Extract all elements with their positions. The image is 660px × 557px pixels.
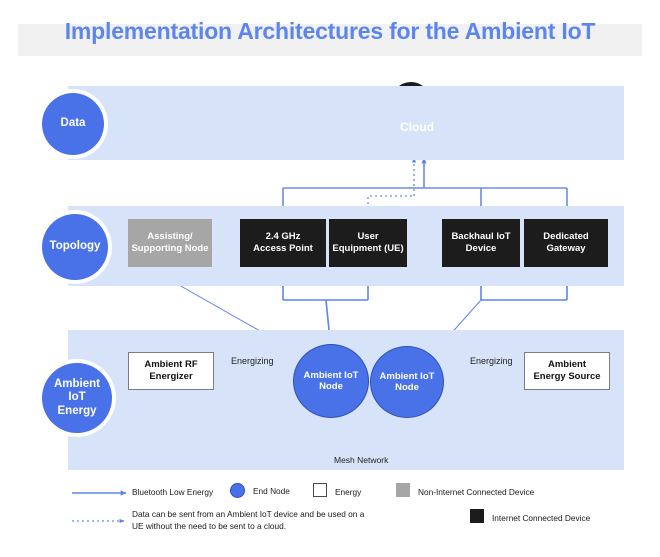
legend-item-energy: Energy	[313, 483, 361, 498]
legend-label-internet-connected-device: Internet Connected Device	[492, 513, 591, 523]
topology-box-user-equipment[interactable]: User Equipment (UE)	[329, 219, 407, 267]
page-title: Implementation Architectures for the Amb…	[64, 18, 596, 44]
topology-box-access-point[interactable]: 2.4 GHz Access Point	[240, 219, 326, 267]
legend-item-end-node: End Node	[230, 483, 290, 498]
legend-label-energy: Energy	[335, 487, 362, 497]
ambient-iot-node-right[interactable]: Ambient IoT Node	[370, 346, 444, 418]
cloud-label: Cloud	[400, 120, 434, 134]
energy-icon	[313, 483, 327, 497]
cloud-uplink-connectors	[282, 157, 568, 219]
legend-label-end-node: End Node	[253, 486, 290, 496]
band-data-row	[68, 86, 624, 160]
topology-box-assisting-supporting-node[interactable]: Assisting/ Supporting Node	[128, 219, 212, 267]
legend-item-internet-connected-device: Internet Connected Device	[470, 509, 590, 524]
label-mesh-network: Mesh Network	[334, 455, 389, 465]
row-label-data: Data	[42, 93, 104, 155]
row-label-ambient-iot-energy: Ambient IoT Energy	[42, 363, 112, 433]
label-energizing-left: Energizing	[231, 356, 274, 366]
title-band	[18, 24, 642, 56]
legend-item-dashed-note: Data can be sent from an Ambient IoT dev…	[132, 508, 364, 532]
dashed-direct-path	[367, 157, 417, 219]
legend: Bluetooth Low Energy End Node Energy Non…	[0, 478, 660, 548]
non-internet-connected-device-icon	[396, 483, 410, 497]
legend-label-dashed-note: Data can be sent from an Ambient IoT dev…	[132, 509, 365, 532]
topology-box-dedicated-gateway[interactable]: Dedicated Gateway	[524, 219, 608, 267]
row-label-topology: Topology	[42, 214, 108, 280]
legend-label-non-internet-connected-device: Non-Internet Connected Device	[418, 487, 535, 497]
energy-box-ambient-energy-source[interactable]: Ambient Energy Source	[524, 352, 610, 390]
internet-connected-device-icon	[470, 509, 484, 523]
legend-item-bluetooth-low-energy: Bluetooth Low Energy	[132, 486, 213, 498]
legend-label-bluetooth-low-energy: Bluetooth Low Energy	[132, 487, 214, 497]
legend-item-non-internet-connected-device: Non-Internet Connected Device	[396, 483, 534, 498]
label-energizing-right: Energizing	[470, 356, 513, 366]
end-node-icon	[230, 483, 245, 498]
topology-box-backhaul-iot-device[interactable]: Backhaul IoT Device	[442, 219, 520, 267]
ambient-iot-node-left[interactable]: Ambient IoT Node	[293, 344, 369, 418]
energy-box-ambient-rf-energizer[interactable]: Ambient RF Energizer	[128, 352, 214, 390]
